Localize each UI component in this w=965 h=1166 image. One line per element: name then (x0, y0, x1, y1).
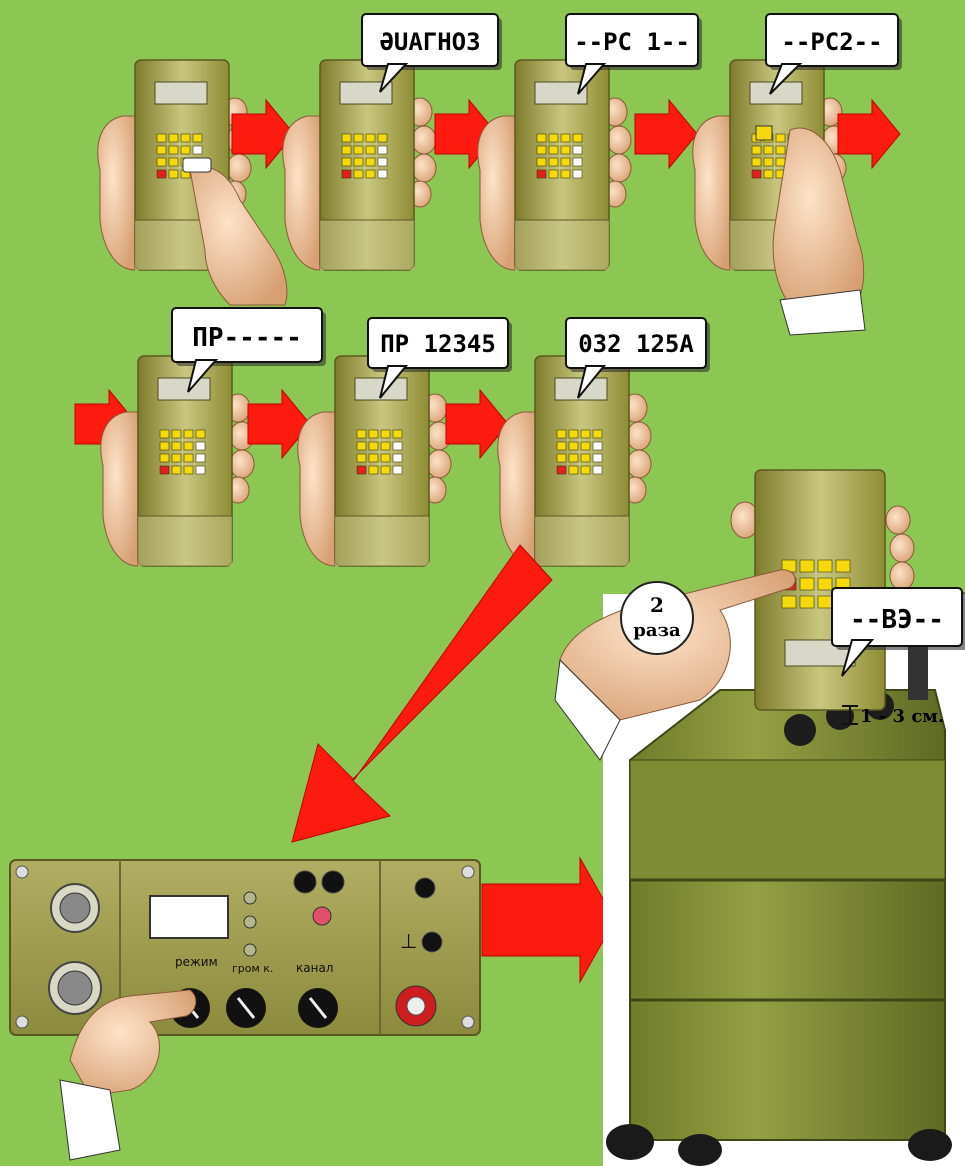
display-bubble-diagnose: ƏUAГHOЗ (362, 14, 502, 92)
red-arrow-icon (635, 100, 697, 168)
display-bubble-pr-digits: ПР 12345 (368, 318, 512, 398)
red-arrow-icon (838, 100, 900, 168)
keypad-device-icon (298, 356, 451, 566)
display-text-pr-digits: ПР 12345 (380, 330, 496, 358)
keypad-device-icon (283, 60, 436, 270)
keypad-device-icon (498, 356, 651, 566)
display-text-code: 032 125A (578, 330, 694, 358)
repeat-count-badge: 2 раза (621, 582, 693, 654)
distance-label: 1 - 3 см. (860, 706, 944, 727)
display-bubble-rs1: --PC 1-- (566, 14, 702, 94)
display-text-diagnose: ƏUAГHOЗ (379, 28, 480, 56)
connector-icon (51, 884, 99, 932)
volume-label: гром к. (232, 962, 273, 975)
display-text-rs2: --PC2-- (781, 28, 882, 56)
panel-display (150, 896, 228, 938)
knob-icon[interactable] (226, 988, 266, 1028)
hand-icon (773, 128, 864, 305)
display-bubble-code: 032 125A (566, 318, 710, 398)
svg-text:⊥: ⊥ (400, 929, 417, 953)
diagonal-arrow-icon (292, 545, 552, 842)
control-panel: режим гром к. канал ⊥ (10, 860, 480, 1160)
emergency-button[interactable] (396, 986, 436, 1026)
mode-label: режим (175, 955, 218, 969)
knob-icon[interactable] (298, 988, 338, 1028)
display-text-rs1: --PC 1-- (574, 28, 690, 56)
display-bubble-pr-dashes: ПР----- (172, 308, 326, 392)
keypad-device-icon (101, 356, 254, 566)
keypad-device-icon (478, 60, 631, 270)
key-highlight (183, 158, 211, 172)
key-highlight (756, 126, 772, 140)
badge-number: 2 (650, 593, 664, 617)
display-text-pr-dashes: ПР----- (192, 323, 302, 353)
red-button[interactable] (313, 907, 331, 925)
red-arrow-icon (482, 858, 615, 982)
display-text-va: --ВЭ-- (850, 605, 944, 635)
channel-label: канал (296, 961, 333, 975)
connector-icon (49, 962, 101, 1014)
badge-text: раза (633, 620, 681, 641)
